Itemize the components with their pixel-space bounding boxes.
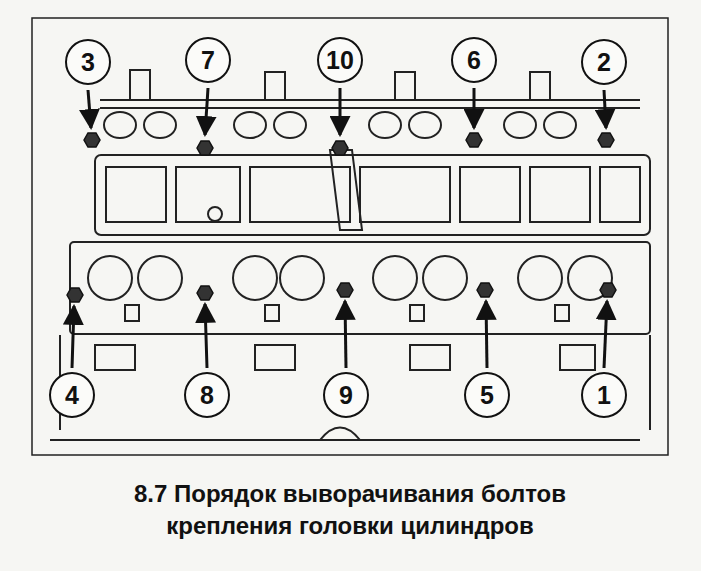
callout-circle: 2 [581, 39, 627, 85]
callout-number: 3 [81, 50, 95, 75]
leader-arrows [72, 88, 607, 368]
callout-circle: 4 [49, 372, 95, 418]
callout-number: 9 [339, 383, 353, 408]
callout-circle: 6 [451, 37, 497, 83]
callout-circle: 3 [65, 39, 111, 85]
callout-number: 1 [597, 383, 611, 408]
callout-number: 6 [467, 48, 481, 73]
callout-circle: 8 [184, 372, 230, 418]
callout-circle: 10 [317, 37, 363, 83]
callout-circle: 9 [323, 372, 369, 418]
engine-outline [32, 18, 668, 455]
callout-circle: 5 [464, 372, 510, 418]
callout-number: 5 [480, 383, 494, 408]
callout-circle: 1 [581, 372, 627, 418]
bolt-heads [67, 133, 616, 302]
callout-number: 7 [201, 48, 215, 73]
callout-number: 2 [597, 50, 611, 75]
callout-number: 4 [65, 383, 79, 408]
callout-number: 10 [326, 48, 354, 73]
callout-circle: 7 [185, 37, 231, 83]
figure-caption: 8.7 Порядок выворачивания болтов креплен… [70, 478, 630, 543]
callout-number: 8 [200, 383, 214, 408]
